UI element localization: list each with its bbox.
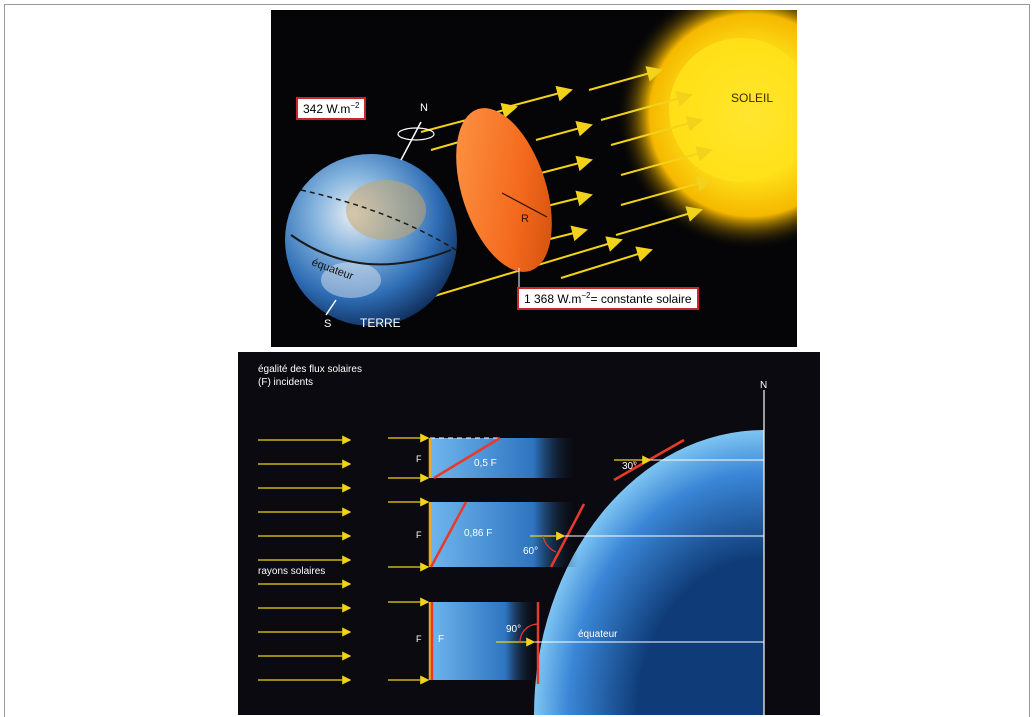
equator-label-bottom: équateur — [578, 629, 618, 640]
latitude-flux-diagram: N égalité des flux solaires (F) incident… — [238, 352, 820, 715]
equator-dashed — [300, 189, 457, 251]
band-60 — [388, 497, 578, 572]
sun-core — [669, 38, 797, 182]
south-axis — [325, 299, 337, 316]
flux-label-2: F — [416, 530, 422, 540]
flux-label-3: F — [416, 634, 422, 644]
earth-clouds — [321, 262, 381, 298]
solar-rays — [420, 66, 713, 301]
solar-constant-text: = constante solaire — [590, 292, 692, 306]
solar-constant-value: 1 368 W.m — [524, 292, 582, 306]
interception-disc — [456, 108, 552, 272]
sun-label: SOLEIL — [731, 91, 773, 105]
earth-label: TERRE — [360, 316, 401, 330]
flux-value-2: 0,86 F — [464, 528, 492, 539]
hit-rays — [496, 455, 652, 647]
flux-label-1: F — [416, 454, 422, 464]
flux-value-3: F — [438, 634, 444, 645]
radius-label: R — [521, 213, 529, 225]
band-30 — [388, 433, 578, 483]
outer-frame — [4, 4, 1030, 717]
solar-constant-exp: −2 — [581, 291, 591, 300]
mean-flux-value: 342 W.m — [303, 102, 351, 116]
north-axis-label: N — [760, 380, 767, 391]
incoming-rays — [258, 435, 352, 685]
equator-line — [290, 234, 452, 266]
title-line-2: (F) incidents — [258, 377, 313, 388]
title-line-1: égalité des flux solaires — [258, 364, 362, 375]
earth-quarter — [534, 430, 764, 715]
solar-constant-box: 1 368 W.m−2= constante solaire — [517, 287, 699, 310]
latitude-flux-svg: N égalité des flux solaires (F) incident… — [258, 364, 767, 715]
flux-value-1: 0,5 F — [474, 458, 497, 469]
radius-line — [501, 192, 548, 218]
angle-30: 30° — [622, 461, 637, 472]
south-label: S — [324, 318, 331, 330]
angle-arcs — [519, 459, 638, 643]
insolation-diagram: équateur N S TERRE R SOLEIL 342 W.m−2 1 … — [271, 10, 797, 347]
earth-land — [346, 180, 426, 240]
band-90 — [388, 597, 538, 685]
rotation-arrow — [397, 127, 435, 141]
angle-60: 60° — [523, 546, 538, 557]
insolation-svg: équateur N S TERRE R SOLEIL — [285, 10, 797, 330]
rays-label: rayons solaires — [258, 566, 325, 577]
mean-flux-box: 342 W.m−2 — [296, 97, 367, 120]
mean-flux-exp: −2 — [350, 101, 360, 110]
earth-globe — [285, 154, 457, 326]
angle-90: 90° — [506, 624, 521, 635]
north-label: N — [420, 102, 428, 114]
